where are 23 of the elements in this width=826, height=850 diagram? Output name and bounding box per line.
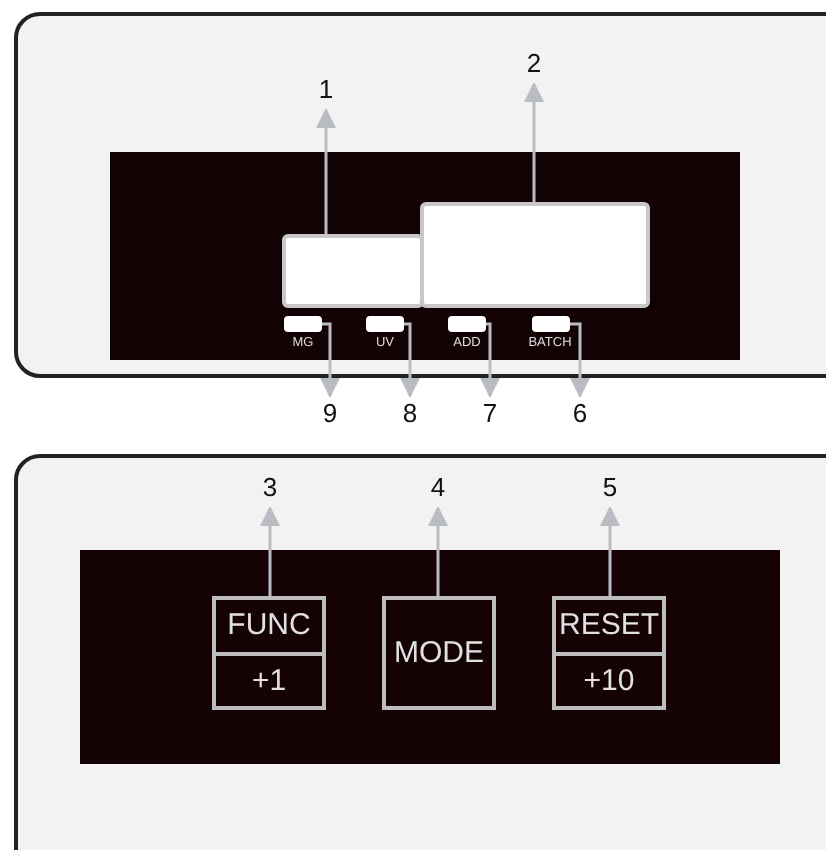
leader-line xyxy=(400,322,420,398)
leader-line xyxy=(600,506,620,596)
callout-number: 3 xyxy=(256,472,284,504)
callout-number: 1 xyxy=(312,74,340,106)
callout-number: 2 xyxy=(520,48,548,80)
key-button: RESET +10 xyxy=(552,596,666,710)
callout-number: 7 xyxy=(476,398,504,430)
callout-number: 6 xyxy=(566,398,594,430)
leader-line xyxy=(320,322,340,398)
callout-number: 5 xyxy=(596,472,624,504)
display-window xyxy=(420,202,650,308)
callout-number: 8 xyxy=(396,398,424,430)
display-window xyxy=(282,234,424,308)
key-button: MODE xyxy=(382,596,496,710)
leader-line xyxy=(260,506,280,596)
callout-number: 4 xyxy=(424,472,452,504)
leader-line xyxy=(428,506,448,596)
leader-line xyxy=(524,82,544,202)
leader-line xyxy=(316,108,336,234)
leader-line xyxy=(569,322,590,398)
callout-number: 9 xyxy=(316,398,344,430)
key-button: FUNC +1 xyxy=(212,596,326,710)
leader-line xyxy=(480,322,500,398)
